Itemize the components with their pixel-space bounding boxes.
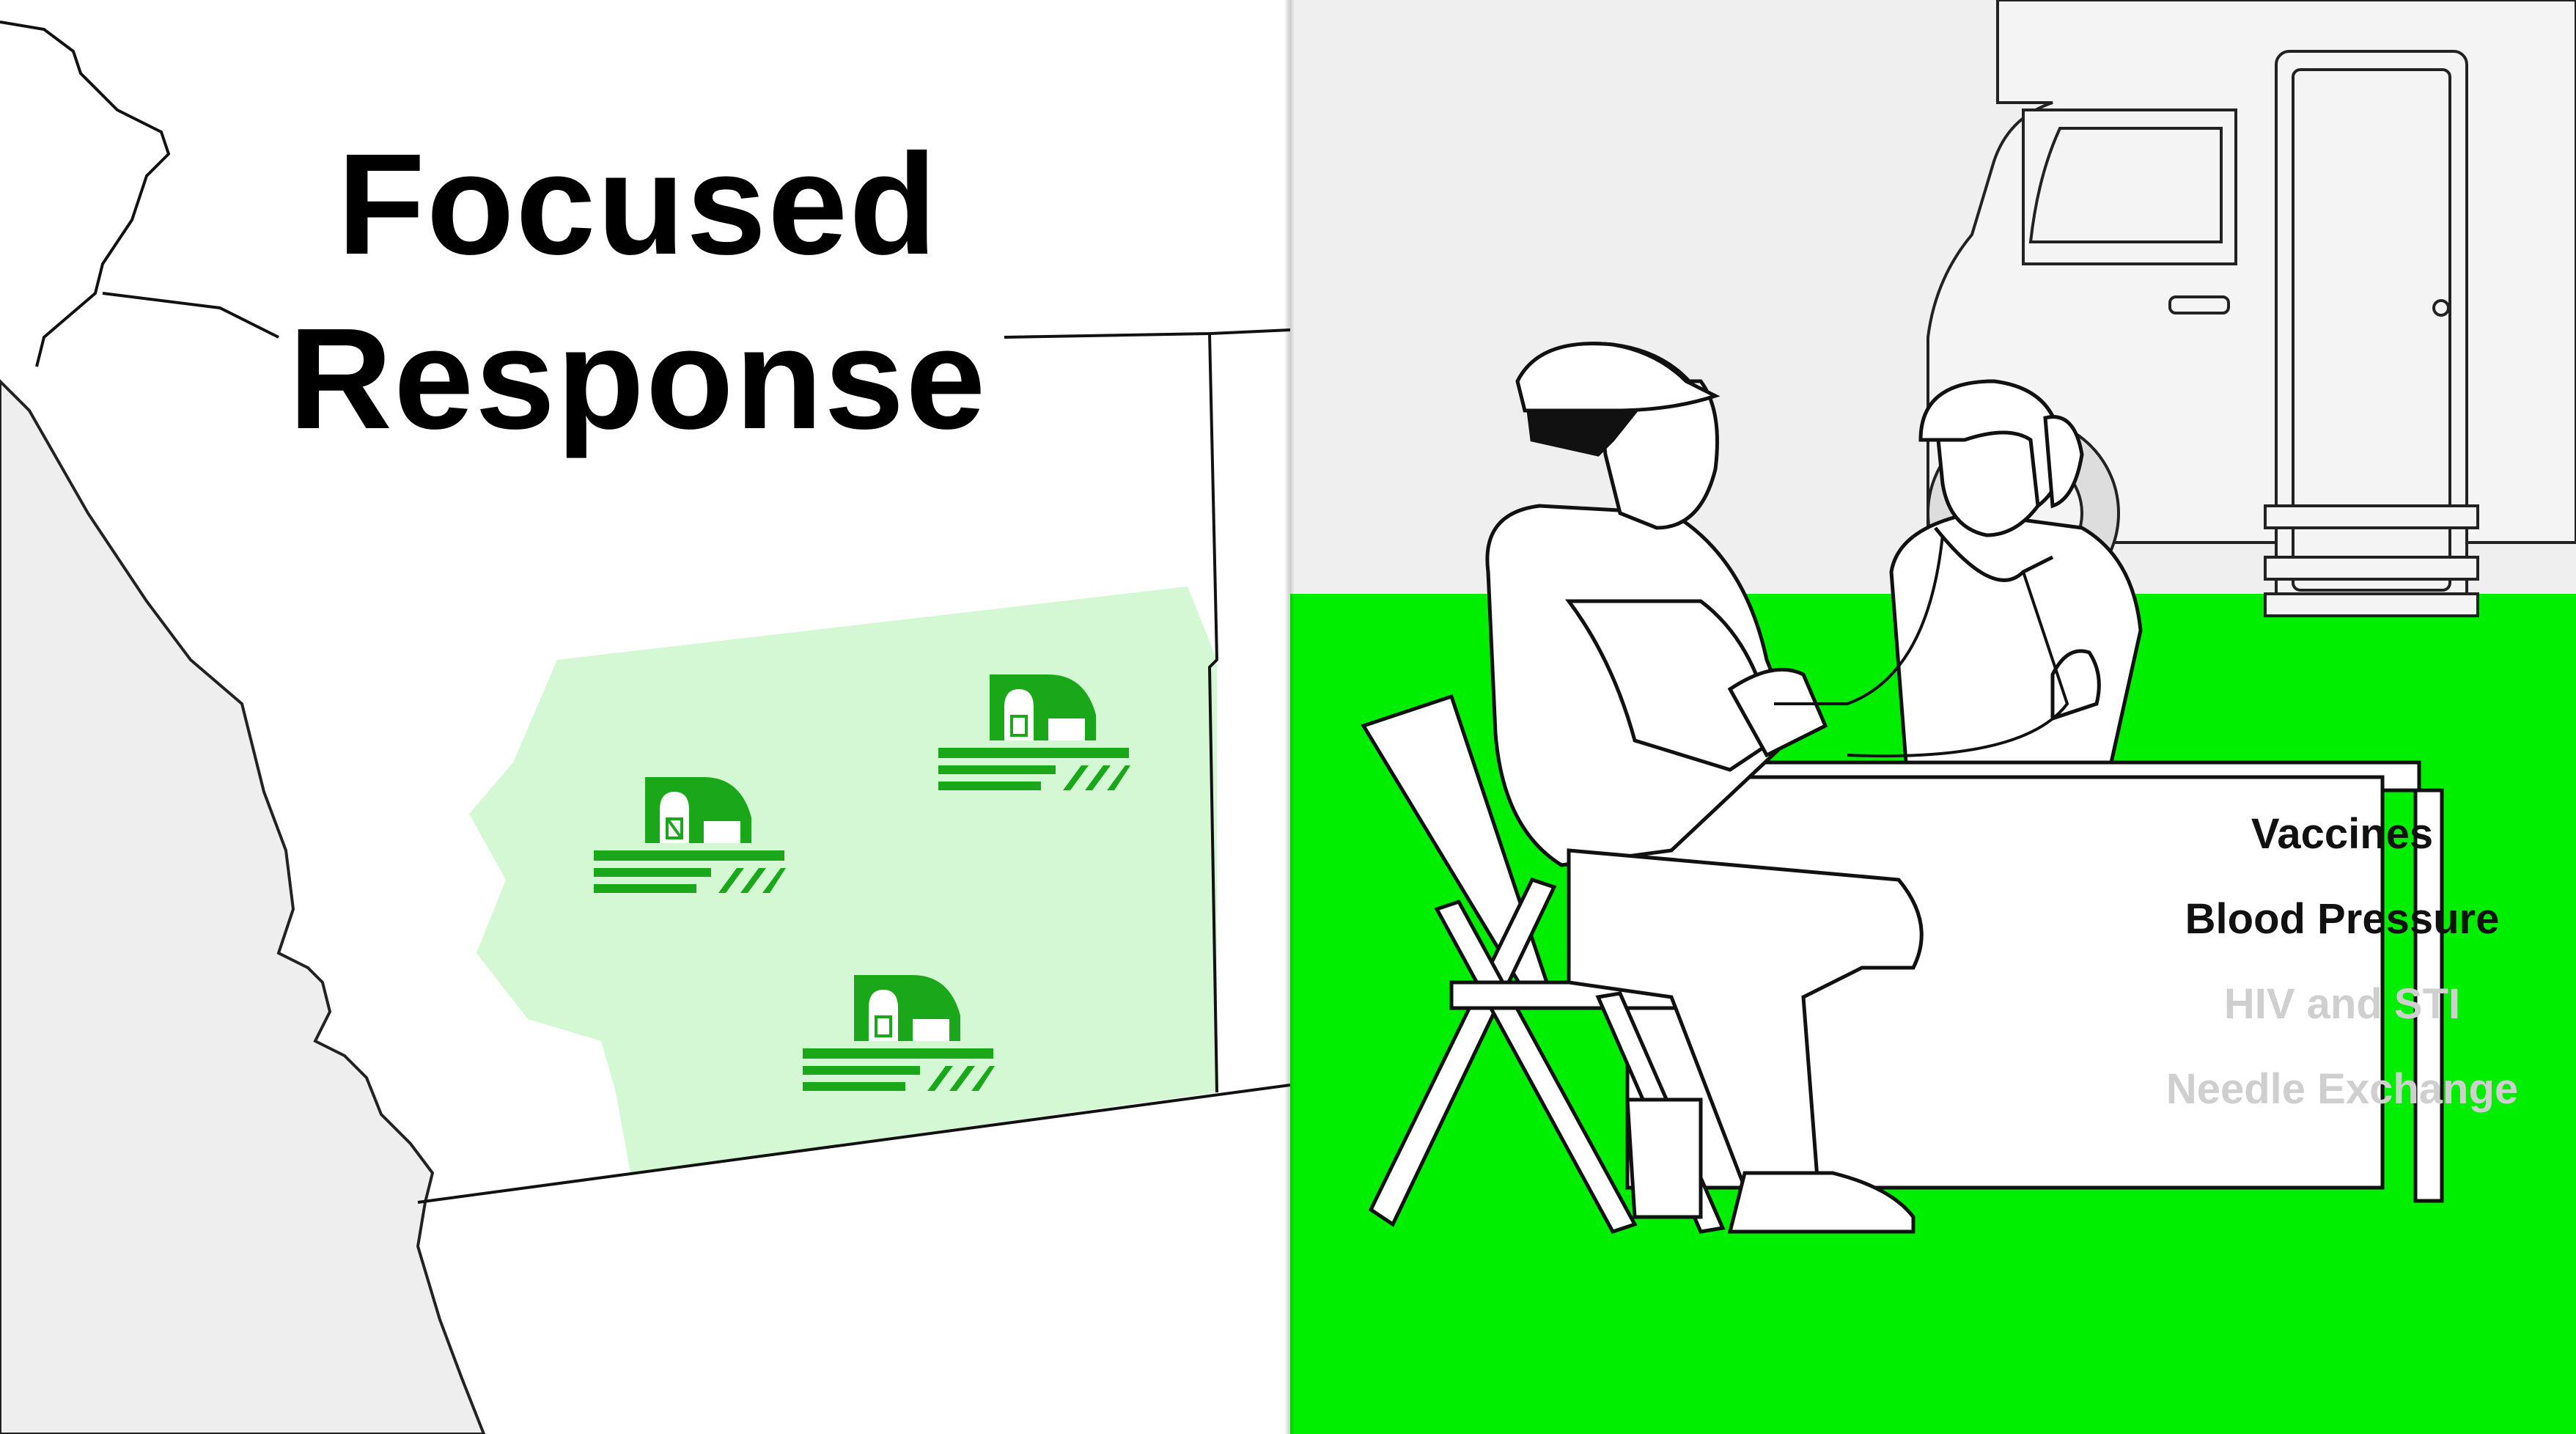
health-worker-woman xyxy=(1774,379,2143,765)
farm-icon xyxy=(803,975,995,1091)
service-item: Blood Pressure xyxy=(2185,895,2500,943)
farm-icon xyxy=(594,777,786,893)
map-panel: Focused Response xyxy=(0,21,1290,1434)
coast-landmass xyxy=(0,379,486,1434)
county-map xyxy=(0,21,1290,1434)
farm-icon xyxy=(938,674,1130,790)
services-list: Vaccines Blood Pressure HIV and STI Need… xyxy=(2038,792,2576,1132)
service-item: Needle Exchange xyxy=(2165,1065,2519,1113)
panel-divider xyxy=(1284,0,1295,1434)
service-item: HIV and STI xyxy=(2223,980,2461,1028)
county-borders xyxy=(0,21,1290,1204)
patient-man xyxy=(1485,342,1924,1234)
title-line-1: Focused xyxy=(337,124,938,284)
illustration-panel: Vaccines Blood Pressure HIV and STI Need… xyxy=(1290,0,2576,1434)
title: Focused Response xyxy=(264,117,1012,466)
title-line-2: Response xyxy=(288,298,987,459)
clinic-illustration xyxy=(1290,0,2576,1434)
service-item: Vaccines xyxy=(2251,810,2434,858)
